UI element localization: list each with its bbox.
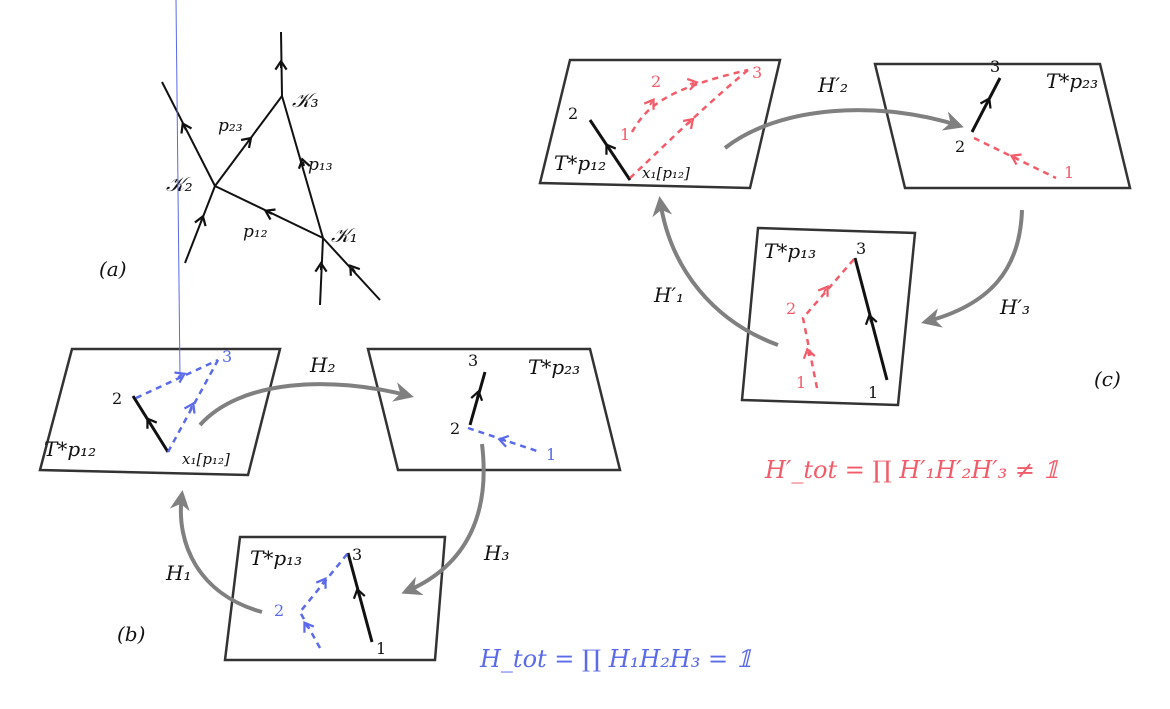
- c-p12-num-2b: 2: [651, 72, 661, 91]
- b-map-h2-label: H₂: [309, 353, 335, 377]
- leg-k2-up-arrow: [180, 121, 193, 134]
- c-map-h1-label: H′₁: [653, 283, 684, 307]
- c-map-h3-arrow: [921, 209, 1024, 328]
- b-p12-dash-right: [166, 359, 220, 453]
- b-p13-label: T*p₁₃: [250, 546, 302, 570]
- c-p13-dash-arrow-a: [802, 347, 816, 360]
- c-p12-num-1: 1: [620, 125, 630, 144]
- b-p13-dash-arrow-a: [303, 620, 315, 633]
- c-p13-num-1: 1: [868, 383, 878, 402]
- vertex-k3-label: 𝒦₃: [292, 88, 319, 112]
- edge-p12-arrow: [263, 208, 276, 221]
- b-p13-num-3: 3: [352, 545, 362, 564]
- panel-a-label: (a): [99, 257, 127, 281]
- vertex-k2-label: 𝒦₂: [166, 172, 193, 196]
- edge-p13-label: p₁₃: [308, 155, 333, 175]
- b-p13-dash-arrow-b: [315, 576, 327, 589]
- edge-p23-arrow: [240, 136, 253, 149]
- c-p23-num-3: 3: [990, 57, 1000, 76]
- leg-k1-right-arrow: [349, 264, 361, 276]
- c-p12-point: x₁[p₁₂]: [642, 164, 690, 182]
- leg-k2-down-arrow: [194, 214, 207, 227]
- panel-a: [161, 31, 381, 306]
- c-p23-label: T*p₂₃: [1046, 69, 1098, 93]
- c-p23-dash-arrow: [1009, 153, 1022, 166]
- panel-c: 2 1 2 3 T*p₁₂ x₁[p₁₂] 3 2 1 T*p₂₃ 3 2 1 …: [538, 57, 1132, 484]
- panel-a-labels: 𝒦₃ 𝒦₂ 𝒦₁ p₂₃ p₁₃ p₁₂ (a): [99, 88, 358, 281]
- c-p13-dash: [801, 257, 856, 389]
- b-p13-solid: [346, 552, 374, 643]
- c-p12-arrow-c: [686, 77, 699, 91]
- b-p12-point: x₁[p₁₂]: [182, 450, 230, 468]
- b-map-h2-arrow: [198, 382, 414, 427]
- b-p23-num-3: 3: [468, 351, 478, 370]
- b-p12-dash-arrow-c: [174, 371, 187, 384]
- c-p13-dash-arrow-b: [817, 284, 829, 297]
- c-p13-num-3: 3: [856, 239, 866, 258]
- b-p13-dash: [298, 552, 349, 649]
- c-p13-solid-arrow: [864, 313, 878, 326]
- panel-b: 2 3 T*p₁₂ x₁[p₁₂] 3 2 1 T*p₂₃ 3 2 1 T*p₁…: [38, 0, 752, 673]
- c-p12-dash-upper: [630, 68, 749, 133]
- b-p23-num-2: 2: [450, 419, 460, 438]
- plane-b-p12: [38, 347, 282, 477]
- b-equation: H_tot = ∏ H₁H₂H₃ = 𝟙: [479, 645, 752, 673]
- panel-b-label: (b): [117, 622, 145, 646]
- c-map-h2-label: H′₂: [817, 73, 848, 97]
- b-p23-solid: [468, 371, 487, 426]
- c-p12-num-3: 3: [752, 63, 762, 82]
- plane-c-p13: [740, 226, 917, 407]
- leg-k2-down: [184, 185, 216, 264]
- b-p12-label: T*p₁₂: [44, 437, 96, 461]
- c-p13-num-1b: 1: [796, 373, 806, 392]
- leg-k1-right: [322, 237, 381, 301]
- b-p12-dash-arrow-a: [175, 0, 181, 379]
- c-p12-solid-arrow: [605, 142, 617, 155]
- c-p12-num-2: 2: [568, 104, 578, 123]
- leg-k1-down: [319, 237, 324, 306]
- b-map-h1-label: H₁: [165, 561, 191, 585]
- b-p13-num-2: 2: [274, 601, 284, 620]
- c-map-h3-label: H′₃: [999, 295, 1030, 319]
- c-p23-num-2: 2: [955, 137, 965, 156]
- b-p13-solid-arrow: [352, 587, 366, 600]
- plane-c-p12: [538, 58, 782, 190]
- b-p12-num-2: 2: [112, 389, 122, 408]
- b-p12-num-3: 3: [222, 347, 232, 366]
- b-p23-solid-arrow: [470, 389, 484, 402]
- c-p23-num-1: 1: [1064, 163, 1074, 182]
- c-p12-dash-lower: [629, 69, 749, 179]
- c-p12-label: T*p₁₂: [554, 151, 606, 175]
- plane-c-p23: [873, 62, 1132, 190]
- c-map-h1-arrow: [652, 196, 779, 347]
- c-map-h2-arrow: [723, 108, 964, 150]
- vertex-k1-label: 𝒦₁: [331, 223, 358, 247]
- c-p12-arrow-a: [682, 117, 695, 130]
- edge-p12-label: p₁₂: [243, 222, 268, 242]
- b-p12-solid-arrow: [146, 416, 158, 429]
- b-map-h1-arrow: [169, 490, 263, 614]
- c-p12-arrow-b: [643, 97, 655, 110]
- plane-b-p13: [223, 535, 447, 662]
- b-map-h3-arrow: [401, 443, 486, 596]
- edge-p13-arrow: [297, 157, 311, 170]
- panel-c-label: (c): [1094, 367, 1121, 391]
- b-p23-dash-arrow: [497, 434, 510, 448]
- b-p13-num-1: 1: [376, 639, 386, 658]
- b-p12-dash-arrow-b: [183, 401, 196, 414]
- b-p23-label: T*p₂₃: [528, 355, 580, 379]
- c-p13-label: T*p₁₃: [764, 239, 816, 263]
- b-p12-dash-top: [135, 358, 219, 400]
- b-p23-num-1: 1: [546, 445, 556, 464]
- plane-b-p23: [366, 347, 622, 472]
- c-p23-solid-arrow: [979, 96, 992, 109]
- c-equation: H′_tot = ∏ H′₁H′₂H′₃ ≠ 𝟙: [764, 456, 1059, 484]
- leg-k2-up: [161, 81, 216, 187]
- edge-p23-label: p₂₃: [218, 116, 243, 136]
- c-p13-num-2: 2: [786, 299, 796, 318]
- b-map-h3-label: H₃: [483, 541, 509, 565]
